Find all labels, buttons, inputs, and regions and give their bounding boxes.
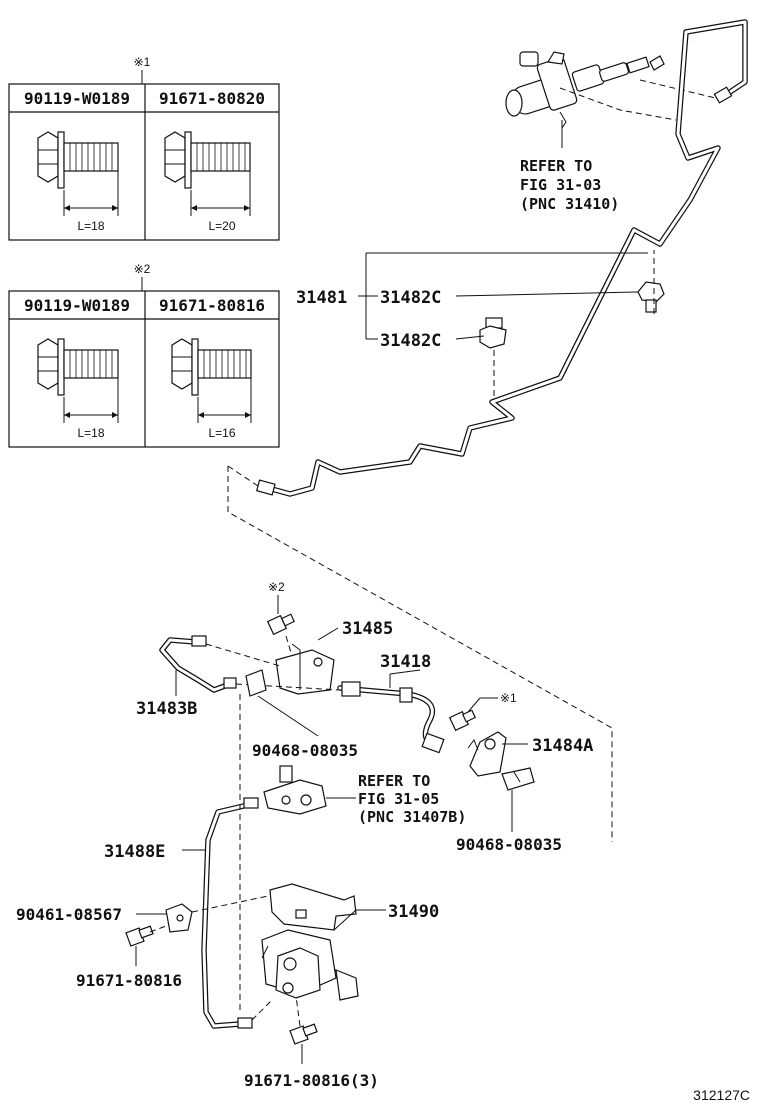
flange-bolt-icon bbox=[171, 338, 252, 423]
bolt-table-1: ※1 90119-W0189 91671-80820 L=18 bbox=[8, 55, 280, 241]
label-91671-single: 91671-80816 bbox=[76, 971, 182, 990]
label-31488e: 31488E bbox=[104, 842, 165, 862]
bolt-table-2: ※2 90119-W0189 91671-80816 L=18 bbox=[8, 262, 280, 448]
table-1-length-2: L=20 bbox=[208, 219, 235, 233]
table-2-part-1: 90119-W0189 bbox=[24, 296, 130, 315]
table-2-part-2: 91671-80816 bbox=[159, 296, 265, 315]
clip-icon bbox=[245, 669, 267, 697]
label-31485: 31485 bbox=[342, 619, 393, 639]
three-way-connector bbox=[263, 765, 327, 815]
table-2-length-2: L=16 bbox=[208, 426, 235, 440]
flange-bolt-icon bbox=[266, 613, 296, 636]
brake-tube-31488e bbox=[201, 797, 259, 1029]
flange-bolt-icon bbox=[448, 709, 477, 732]
label-31484a: 31484A bbox=[532, 736, 593, 756]
table-1-length-1: L=18 bbox=[77, 219, 104, 233]
bracket-31485 bbox=[275, 643, 335, 695]
ref-master-line-2: FIG 31-03 bbox=[520, 176, 601, 194]
label-31481: 31481 bbox=[296, 288, 347, 308]
label-90461: 90461-08567 bbox=[16, 905, 122, 924]
table-1-part-2: 91671-80820 bbox=[159, 89, 265, 108]
label-90468-left: 90468-08035 bbox=[252, 741, 358, 760]
flex-hose-31418 bbox=[337, 681, 445, 754]
label-31482c-upper: 31482C bbox=[380, 288, 441, 308]
flange-bolt-icon bbox=[289, 1023, 318, 1045]
ref-pipe-line-3: (PNC 31407B) bbox=[358, 808, 466, 826]
brake-tube-31481 bbox=[255, 19, 748, 497]
figure-id: 312127C bbox=[693, 1087, 750, 1103]
clip-icon bbox=[501, 767, 535, 791]
label-91671-triple: 91671-80816(3) bbox=[244, 1071, 379, 1090]
flange-bolt-icon bbox=[37, 338, 119, 423]
clamp-icon bbox=[637, 281, 665, 313]
table-1-part-1: 90119-W0189 bbox=[24, 89, 130, 108]
label-31490: 31490 bbox=[388, 902, 439, 922]
marker-m2: ※2 bbox=[268, 580, 285, 594]
table-2-length-1: L=18 bbox=[77, 426, 104, 440]
flange-bolt-icon bbox=[37, 131, 119, 216]
flange-bolt-icon bbox=[125, 925, 154, 947]
clamp-icon bbox=[479, 317, 507, 349]
label-31482c-lower: 31482C bbox=[380, 331, 441, 351]
flange-bolt-icon bbox=[164, 131, 251, 216]
marker-m1: ※1 bbox=[500, 691, 517, 705]
table-1-marker: ※1 bbox=[134, 55, 151, 69]
label-31483b: 31483B bbox=[136, 699, 197, 719]
ref-pipe-line-2: FIG 31-05 bbox=[358, 790, 439, 808]
brake-tube-31483b bbox=[159, 635, 237, 693]
bracket-31484a bbox=[467, 731, 507, 777]
load-sensing-valve-31490 bbox=[261, 883, 359, 1001]
master-cylinder bbox=[505, 51, 665, 129]
clamp-icon bbox=[165, 903, 193, 933]
ref-master-line-1: REFER TO bbox=[520, 157, 592, 175]
ref-master-line-3: (PNC 31410) bbox=[520, 195, 619, 213]
ref-pipe-line-1: REFER TO bbox=[358, 772, 430, 790]
table-2-marker: ※2 bbox=[134, 262, 151, 276]
label-31418: 31418 bbox=[380, 652, 431, 672]
label-90468-right: 90468-08035 bbox=[456, 835, 562, 854]
